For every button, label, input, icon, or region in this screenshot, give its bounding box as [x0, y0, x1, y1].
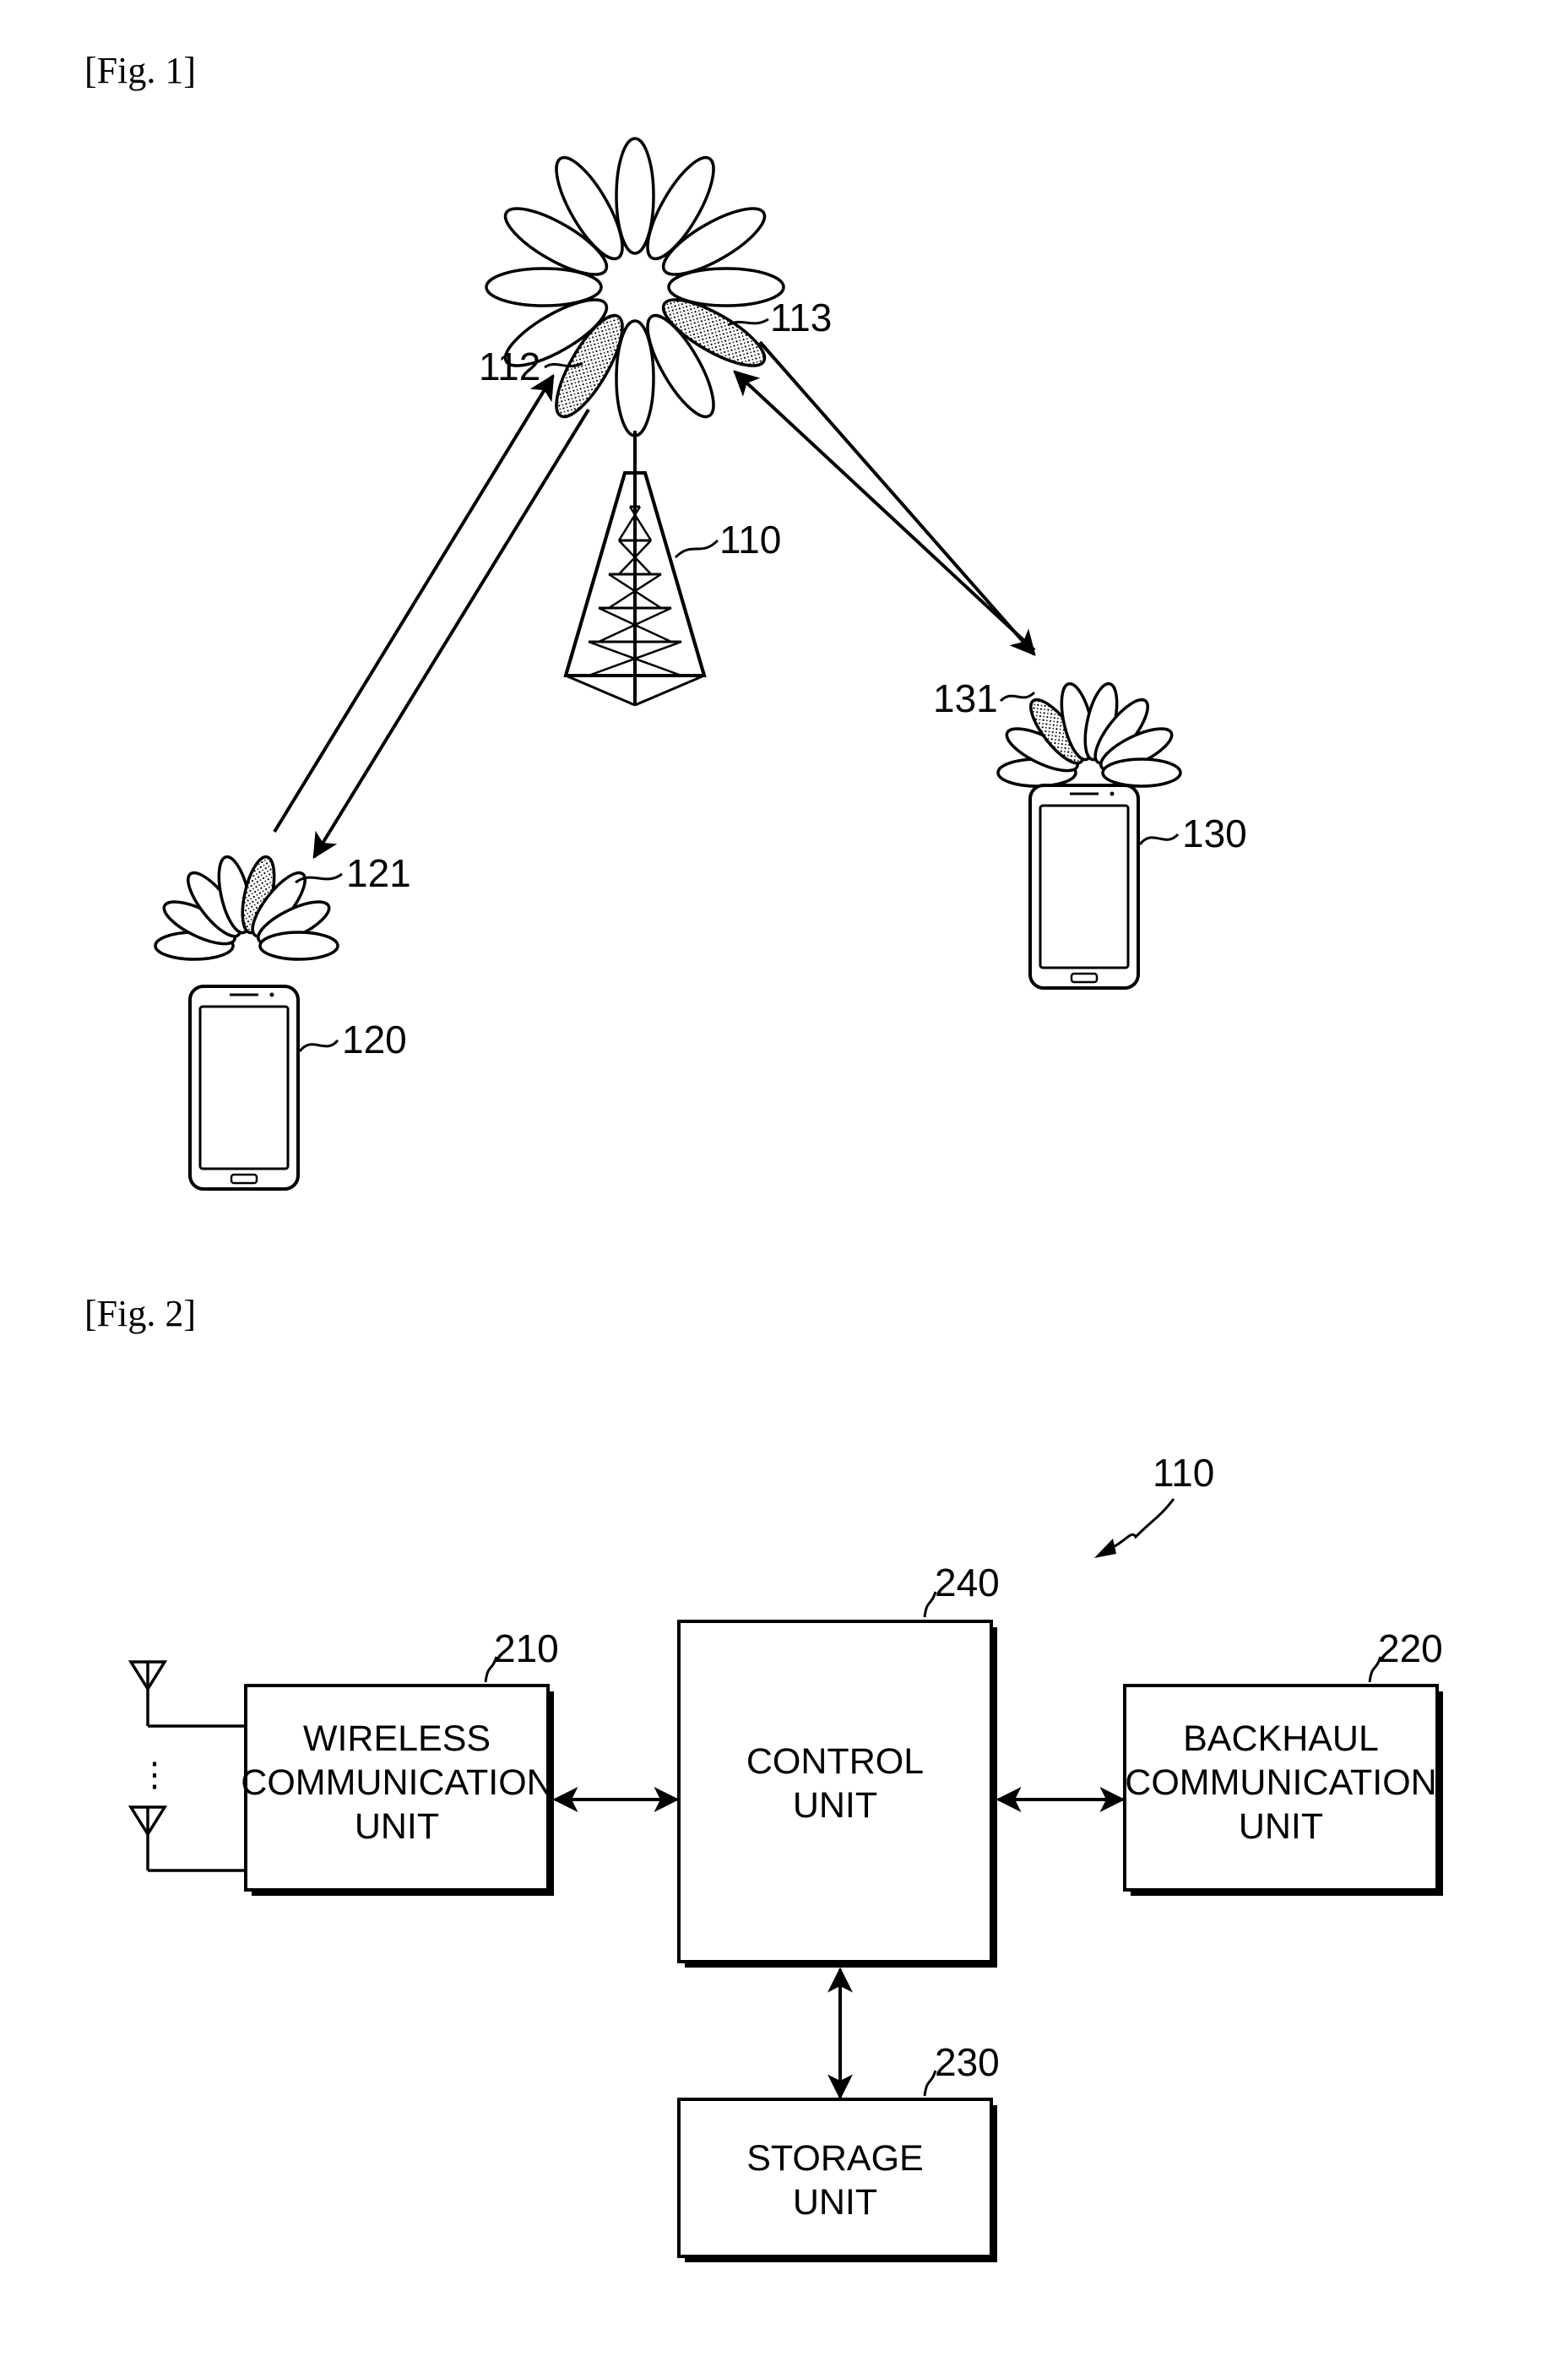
ref-130: 130: [1182, 812, 1247, 855]
ref-230: 230: [935, 2040, 1000, 2084]
ref-220: 220: [1378, 1626, 1443, 1670]
control-label-line2: UNIT: [793, 1785, 877, 1826]
block-wireless-communication-unit: WIRELESS COMMUNICATION UNIT: [241, 1686, 554, 1896]
leader-131: [1001, 692, 1034, 701]
antenna-array: ⋮: [131, 1662, 246, 1870]
ref-112: 112: [479, 345, 540, 388]
leader-110-device: [1106, 1499, 1174, 1550]
base-station-beams: [486, 138, 784, 436]
antenna-icon: [131, 1662, 246, 1726]
fig2-caption: [Fig. 2]: [84, 1293, 196, 1334]
link-arrows-130: [735, 342, 1034, 654]
wireless-label-line3: UNIT: [355, 1806, 439, 1847]
leader-130: [1140, 834, 1178, 844]
ref-210: 210: [494, 1626, 559, 1670]
figure-1: [Fig. 1]: [84, 50, 1247, 1189]
block-control-unit: CONTROL UNIT: [679, 1621, 997, 1968]
backhaul-label-line3: UNIT: [1239, 1806, 1323, 1847]
backhaul-label-line1: BACKHAUL: [1183, 1718, 1379, 1759]
pointer-110-arrowhead: [1094, 1539, 1116, 1558]
ref-113: 113: [770, 296, 832, 339]
ref-110: 110: [719, 518, 781, 562]
terminal-130-phone: [1030, 785, 1138, 988]
antenna-ellipsis: ⋮: [138, 1756, 171, 1794]
figure-2: [Fig. 2] 110 WIRELESS COMMUNICATION UNIT…: [84, 1293, 1443, 2262]
fig1-caption: [Fig. 1]: [84, 50, 196, 91]
block-backhaul-communication-unit: BACKHAUL COMMUNICATION UNIT: [1125, 1686, 1443, 1896]
backhaul-label-line2: COMMUNICATION: [1125, 1762, 1436, 1803]
storage-label-line1: STORAGE: [746, 2138, 923, 2179]
terminal-120-beams: [155, 854, 338, 959]
leader-110: [675, 540, 718, 557]
ref-121: 121: [346, 851, 411, 895]
storage-label-line2: UNIT: [793, 2182, 877, 2223]
ref-240: 240: [935, 1561, 1000, 1604]
wireless-label-line1: WIRELESS: [303, 1718, 491, 1759]
wireless-label-line2: COMMUNICATION: [241, 1762, 552, 1803]
ref-120: 120: [342, 1018, 407, 1061]
terminal-120-phone: [190, 986, 298, 1189]
ref-110-device: 110: [1153, 1451, 1214, 1495]
ref-131: 131: [933, 676, 998, 720]
base-station-tower: [566, 431, 704, 705]
antenna-icon: [131, 1807, 246, 1870]
leader-120: [300, 1040, 338, 1051]
control-label-line1: CONTROL: [746, 1741, 924, 1782]
block-storage-unit: STORAGE UNIT: [679, 2099, 997, 2262]
link-arrows-120: [274, 376, 589, 857]
